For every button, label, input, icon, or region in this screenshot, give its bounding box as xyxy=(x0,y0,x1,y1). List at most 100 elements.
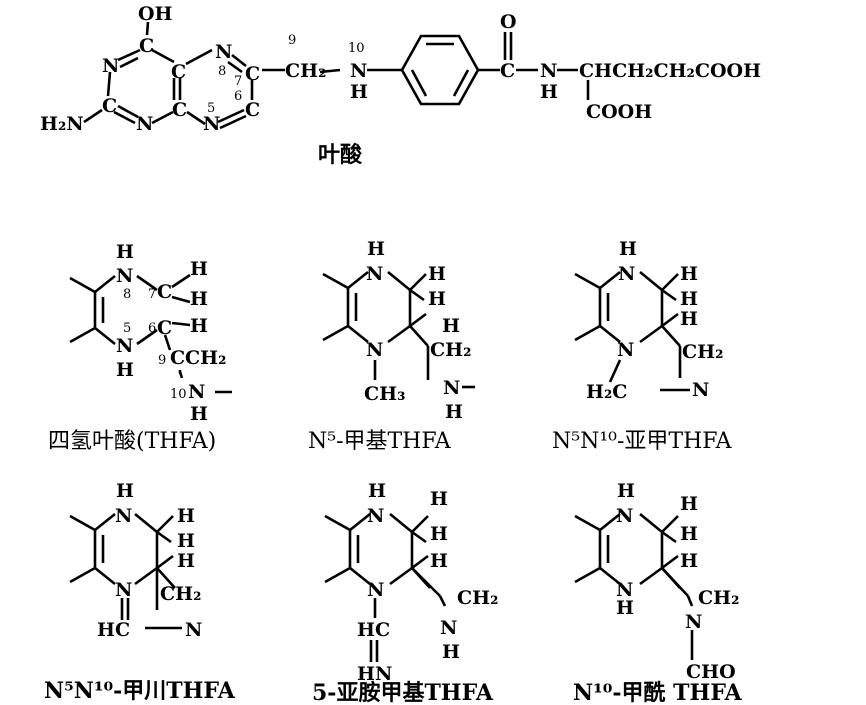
atom-h2c: H₂C xyxy=(586,381,627,403)
atom-n: N xyxy=(116,265,133,287)
atom-oh: OH xyxy=(138,3,173,25)
atom-hn: HN xyxy=(357,663,392,685)
atom-h: H xyxy=(190,258,208,280)
atom-h: H xyxy=(680,288,698,310)
caption-n10-formyl-thfa: N¹⁰-甲酰 THFA xyxy=(573,680,743,705)
folic-acid-caption: 叶酸 xyxy=(318,142,363,168)
locant-5: 5 xyxy=(123,321,131,336)
atom-cho: CHO xyxy=(686,661,736,683)
atom-o: O xyxy=(500,11,517,33)
atom-c: C xyxy=(171,61,186,83)
caption-n5n10-methenyl-thfa: N⁵N¹⁰-甲川THFA xyxy=(44,678,236,704)
atom-n8: N xyxy=(215,41,232,63)
atom-h: H xyxy=(619,238,637,260)
atom-n: N xyxy=(540,60,557,82)
atom-ch2: CH₂ xyxy=(185,347,226,369)
atom-n: N xyxy=(367,579,384,601)
locant-7: 7 xyxy=(234,74,242,89)
locant-5: 5 xyxy=(207,101,215,116)
atom-h: H xyxy=(680,308,698,330)
atom-n: N xyxy=(366,263,383,285)
atom-h: H xyxy=(680,550,698,572)
atom-ch2: CH₂ xyxy=(682,341,723,363)
atom-h: H xyxy=(428,288,446,310)
glutamate-chain: CHCH₂CH₂COOH xyxy=(579,60,761,82)
folic-acid-structure: OH C N C N C C N C N C H₂N 8 7 6 5 9 10 … xyxy=(40,3,761,168)
atom-ch2: CH₂ xyxy=(457,587,498,609)
atom-n: N xyxy=(618,263,635,285)
caption-thfa: 四氢叶酸(THFA) xyxy=(48,429,216,454)
atom-n: N xyxy=(136,113,153,135)
atom-n: N xyxy=(617,339,634,361)
atom-c: C xyxy=(102,95,117,117)
atom-n10: N xyxy=(692,379,709,401)
atom-h: H xyxy=(190,315,208,337)
atom-ch2: CH₂ xyxy=(430,339,471,361)
atom-n: N xyxy=(616,579,633,601)
thfa-structure: H N C C H H H N H C CH₂ N H 8 7 6 5 9 10… xyxy=(48,241,232,454)
atom-h: H xyxy=(540,81,558,103)
atom-c7: C xyxy=(245,63,260,85)
5-formimino-thfa-structure: H N H H H N HC HN CH₂ N H 5-亚胺甲基THFA xyxy=(312,480,498,705)
atom-ch2: CH₂ xyxy=(285,60,326,82)
n5-methyl-thfa-structure: H N H H H N CH₃ CH₂ N H N⁵-甲基THFA xyxy=(308,238,475,454)
caption-5-formimino-thfa: 5-亚胺甲基THFA xyxy=(312,680,494,705)
atom-h: H xyxy=(177,505,195,527)
atom-c: C xyxy=(139,35,154,57)
atom-c6: C xyxy=(245,99,260,121)
atom-n: N xyxy=(367,505,384,527)
atom-h: H xyxy=(680,493,698,515)
atom-n: N xyxy=(116,335,133,357)
atom-h: H xyxy=(116,480,134,502)
locant-7: 7 xyxy=(148,287,156,302)
atom-n10: N xyxy=(350,60,367,82)
atom-h: H xyxy=(177,530,195,552)
atom-h: H xyxy=(430,550,448,572)
atom-n: N xyxy=(102,55,119,77)
atom-ch2: CH₂ xyxy=(160,583,201,605)
n5n10-methylene-thfa-structure: H N H H H N CH₂ H₂C N N⁵N¹⁰-亚甲THFA xyxy=(552,238,733,454)
locant-9: 9 xyxy=(288,33,296,48)
atom-n10: N xyxy=(440,617,457,639)
atom-h: H xyxy=(367,238,385,260)
atom-h2n: H₂N xyxy=(40,113,84,135)
n5n10-methenyl-thfa-structure: H N H H H N CH₂ HC N N⁵N¹⁰-甲川THFA xyxy=(44,480,236,704)
atom-hc: HC xyxy=(357,619,390,641)
atom-h: H xyxy=(617,480,635,502)
atom-h: H xyxy=(428,263,446,285)
atom-n: N xyxy=(115,579,132,601)
atom-c6: C xyxy=(157,317,172,339)
atom-h: H xyxy=(177,550,195,572)
locant-10: 10 xyxy=(170,387,187,402)
locant-6: 6 xyxy=(148,321,156,336)
locant-9: 9 xyxy=(158,353,166,368)
atom-h: H xyxy=(430,488,448,510)
atom-n10: N xyxy=(188,381,205,403)
atom-n5: N xyxy=(203,113,220,135)
caption-n5-methyl-thfa: N⁵-甲基THFA xyxy=(308,429,452,454)
atom-c7: C xyxy=(157,281,172,303)
atom-h: H xyxy=(442,315,460,337)
atom-h: H xyxy=(616,597,634,619)
locant-8: 8 xyxy=(123,287,131,302)
atom-n10: N xyxy=(185,619,202,641)
n10-formyl-thfa-structure: H N H H H N H CH₂ N CHO N¹⁰-甲酰 THFA xyxy=(573,480,743,705)
atom-hc: HC xyxy=(97,619,130,641)
atom-n: N xyxy=(366,339,383,361)
atom-c: C xyxy=(172,99,187,121)
atom-h: H xyxy=(430,523,448,545)
atom-h: H xyxy=(190,288,208,310)
atom-c9: C xyxy=(170,347,185,369)
atom-n10: N xyxy=(685,611,702,633)
atom-ch3: CH₃ xyxy=(364,383,405,405)
atom-h: H xyxy=(680,263,698,285)
atom-h: H xyxy=(190,403,208,425)
locant-6: 6 xyxy=(234,89,242,104)
atom-ch2: CH₂ xyxy=(698,587,739,609)
atom-n: N xyxy=(115,505,132,527)
atom-h: H xyxy=(442,641,460,663)
atom-n: N xyxy=(616,505,633,527)
atom-h: H xyxy=(350,81,368,103)
